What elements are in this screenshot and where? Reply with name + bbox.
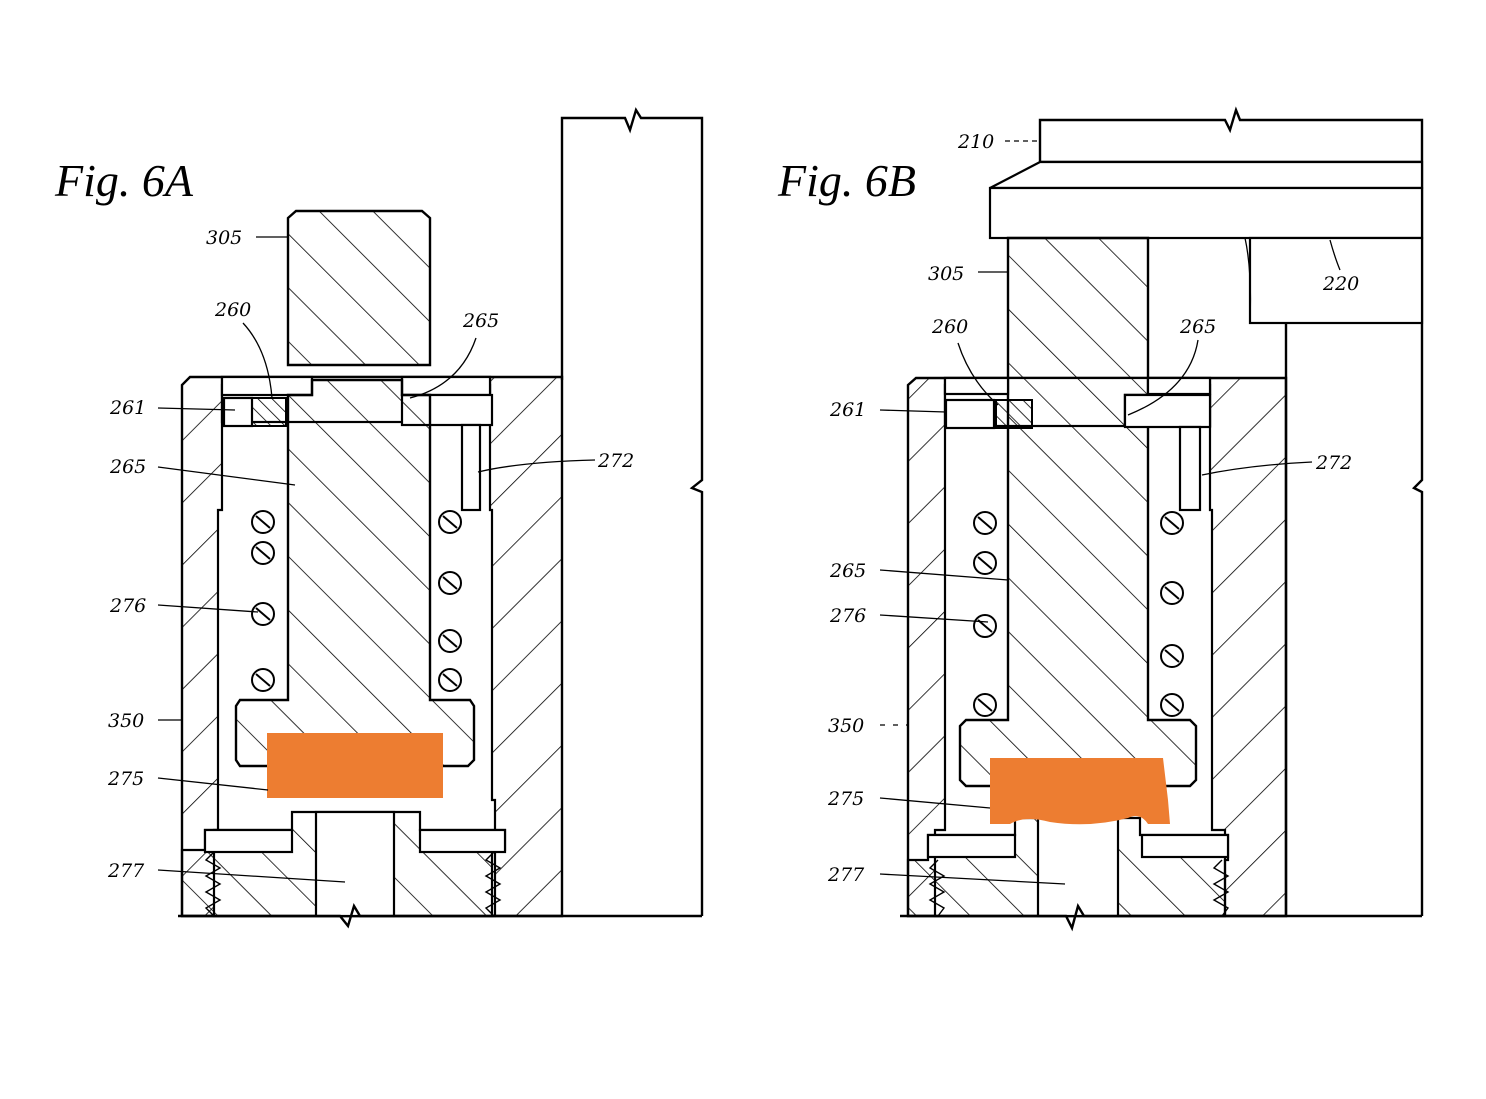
labels-6a: 305 260 265 261 265 272 276 350 275 277 bbox=[107, 227, 634, 882]
retainer-277-6b bbox=[900, 816, 1422, 932]
cap-ring-left-6a bbox=[220, 375, 314, 397]
label-275: 275 bbox=[827, 788, 864, 810]
label-260: 260 bbox=[214, 299, 251, 321]
label-261: 261 bbox=[109, 397, 146, 419]
retainer-277-6a bbox=[178, 810, 702, 929]
label-265-top: 265 bbox=[462, 310, 499, 332]
highlight-275-6b bbox=[990, 758, 1170, 825]
cap-ring-right-6a bbox=[400, 375, 492, 397]
guide-265-6b bbox=[1123, 393, 1212, 429]
label-260: 260 bbox=[931, 316, 968, 338]
label-350: 350 bbox=[828, 715, 864, 737]
plunger-305-6a bbox=[286, 209, 432, 367]
seal-261-6a bbox=[222, 396, 287, 428]
leader-lines-6b bbox=[879, 140, 1341, 885]
figure-6b-title: Fig. 6B bbox=[777, 155, 916, 206]
label-305: 305 bbox=[928, 263, 964, 285]
label-210: 210 bbox=[957, 131, 994, 153]
label-277: 277 bbox=[107, 860, 145, 882]
frame-right-6a bbox=[560, 107, 704, 916]
label-276: 276 bbox=[829, 605, 866, 627]
label-305: 305 bbox=[206, 227, 242, 249]
label-276: 276 bbox=[109, 595, 146, 617]
passage-272-6b bbox=[1178, 425, 1202, 512]
figure-6a: Fig. 6A bbox=[54, 107, 704, 929]
passage-272-6a bbox=[460, 423, 482, 512]
figure-6a-title: Fig. 6A bbox=[54, 155, 194, 206]
label-261: 261 bbox=[829, 399, 866, 421]
label-265-top: 265 bbox=[1179, 316, 1216, 338]
label-350: 350 bbox=[108, 710, 144, 732]
label-277: 277 bbox=[827, 864, 865, 886]
highlight-275-6a bbox=[267, 733, 443, 798]
label-265-side: 265 bbox=[829, 560, 866, 582]
seal-261-6b bbox=[944, 398, 1033, 430]
leader-lines-6a bbox=[157, 236, 596, 883]
label-265-side: 265 bbox=[109, 456, 146, 478]
labels-6b: 210 305 220 260 265 261 272 265 276 350 … bbox=[827, 131, 1359, 886]
label-272: 272 bbox=[1315, 452, 1352, 474]
label-275: 275 bbox=[107, 768, 144, 790]
figure-6b: Fig. 6B bbox=[777, 106, 1424, 932]
stem-265-6a bbox=[234, 378, 476, 768]
actuator-220-6b bbox=[988, 160, 1424, 916]
label-220: 220 bbox=[1322, 273, 1359, 295]
cap-ring-left-6b bbox=[943, 376, 1010, 396]
label-272: 272 bbox=[597, 450, 634, 472]
